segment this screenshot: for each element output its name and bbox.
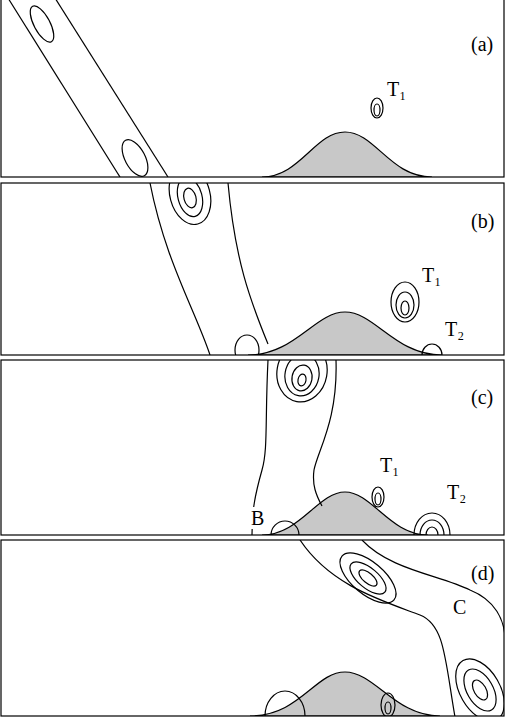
vorticity-contour [371, 98, 383, 118]
band-edge [150, 183, 210, 355]
panel-d-flow [250, 540, 504, 716]
panel-frame [1, 540, 504, 716]
band-label-holder: C [452, 596, 467, 618]
vorticity-contour [332, 544, 405, 612]
vorticity-contour [420, 520, 444, 535]
vorticity-contour [381, 693, 395, 716]
panel-frame [1, 360, 504, 535]
topography [262, 132, 432, 177]
vorticity-contour [182, 187, 199, 209]
panel-letter-holder: (d) [470, 562, 495, 584]
vorticity-contour [422, 344, 442, 355]
topography [262, 492, 428, 535]
vorticity-contour [345, 556, 392, 600]
panel-letter-holder: (b) [470, 210, 495, 232]
panel-frame [1, 0, 504, 177]
vorticity-contour [391, 282, 419, 322]
vorticity-contour [414, 513, 450, 535]
panel-letter-holder: (a) [470, 33, 494, 55]
band-edge [228, 183, 268, 344]
vorticity-contour [385, 702, 391, 714]
vorticity-contour [469, 677, 490, 702]
vorticity-contour [290, 363, 314, 392]
vorticity-contour [396, 292, 414, 318]
panel-b-flow [150, 183, 442, 355]
eddy-label: T₁ [379, 454, 400, 476]
vorticity-contour [446, 651, 504, 716]
vorticity-contour [272, 360, 332, 406]
eddy-label-holder: T₂ [446, 481, 467, 503]
eddy-label: T₂ [446, 481, 467, 503]
vorticity-contour [271, 521, 299, 535]
vorticity-contour [117, 136, 153, 177]
eddy-label-holder: T₁ [379, 454, 400, 476]
vorticity-contour [235, 335, 259, 355]
vorticity-contour [297, 373, 307, 386]
eddy-label-holder: T₂ [444, 318, 465, 340]
vorticity-contour [356, 567, 379, 589]
panel-letter: (b) [470, 210, 495, 232]
band-edge [362, 540, 504, 640]
panel-frame [1, 183, 504, 355]
eddy-label: T₁ [386, 78, 407, 100]
vorticity-contour [163, 183, 217, 229]
vorticity-contour [282, 360, 323, 399]
eddy-label: B [250, 507, 265, 529]
panel-letter: (a) [470, 33, 494, 55]
eddy-label: T₂ [444, 318, 465, 340]
vorticity-contour [372, 487, 384, 507]
vorticity-contour [374, 104, 380, 116]
topography [250, 672, 440, 716]
eddy-label-holder: B [250, 507, 265, 529]
vorticity-contour [173, 183, 207, 219]
vorticity-contour [375, 493, 381, 505]
eddy-label-holder: T₁ [386, 78, 407, 100]
panel-letter: (d) [470, 562, 495, 584]
panel-c-flow [252, 360, 450, 535]
vorticity-contour [457, 664, 503, 716]
eddy-label: T₁ [421, 264, 442, 286]
panel-letter: (c) [470, 386, 494, 408]
panel-a-flow [8, 0, 432, 177]
eddy-label-holder: T₁ [421, 264, 442, 286]
band-edge [8, 0, 120, 177]
band-edge [300, 540, 455, 716]
vorticity-contour [426, 527, 438, 535]
band-edge [55, 0, 168, 177]
band-label: C [452, 596, 467, 618]
panel-letter-holder: (c) [470, 386, 494, 408]
vorticity-contour [265, 691, 305, 716]
vorticity-contour [401, 301, 409, 315]
vorticity-contour [26, 3, 59, 46]
